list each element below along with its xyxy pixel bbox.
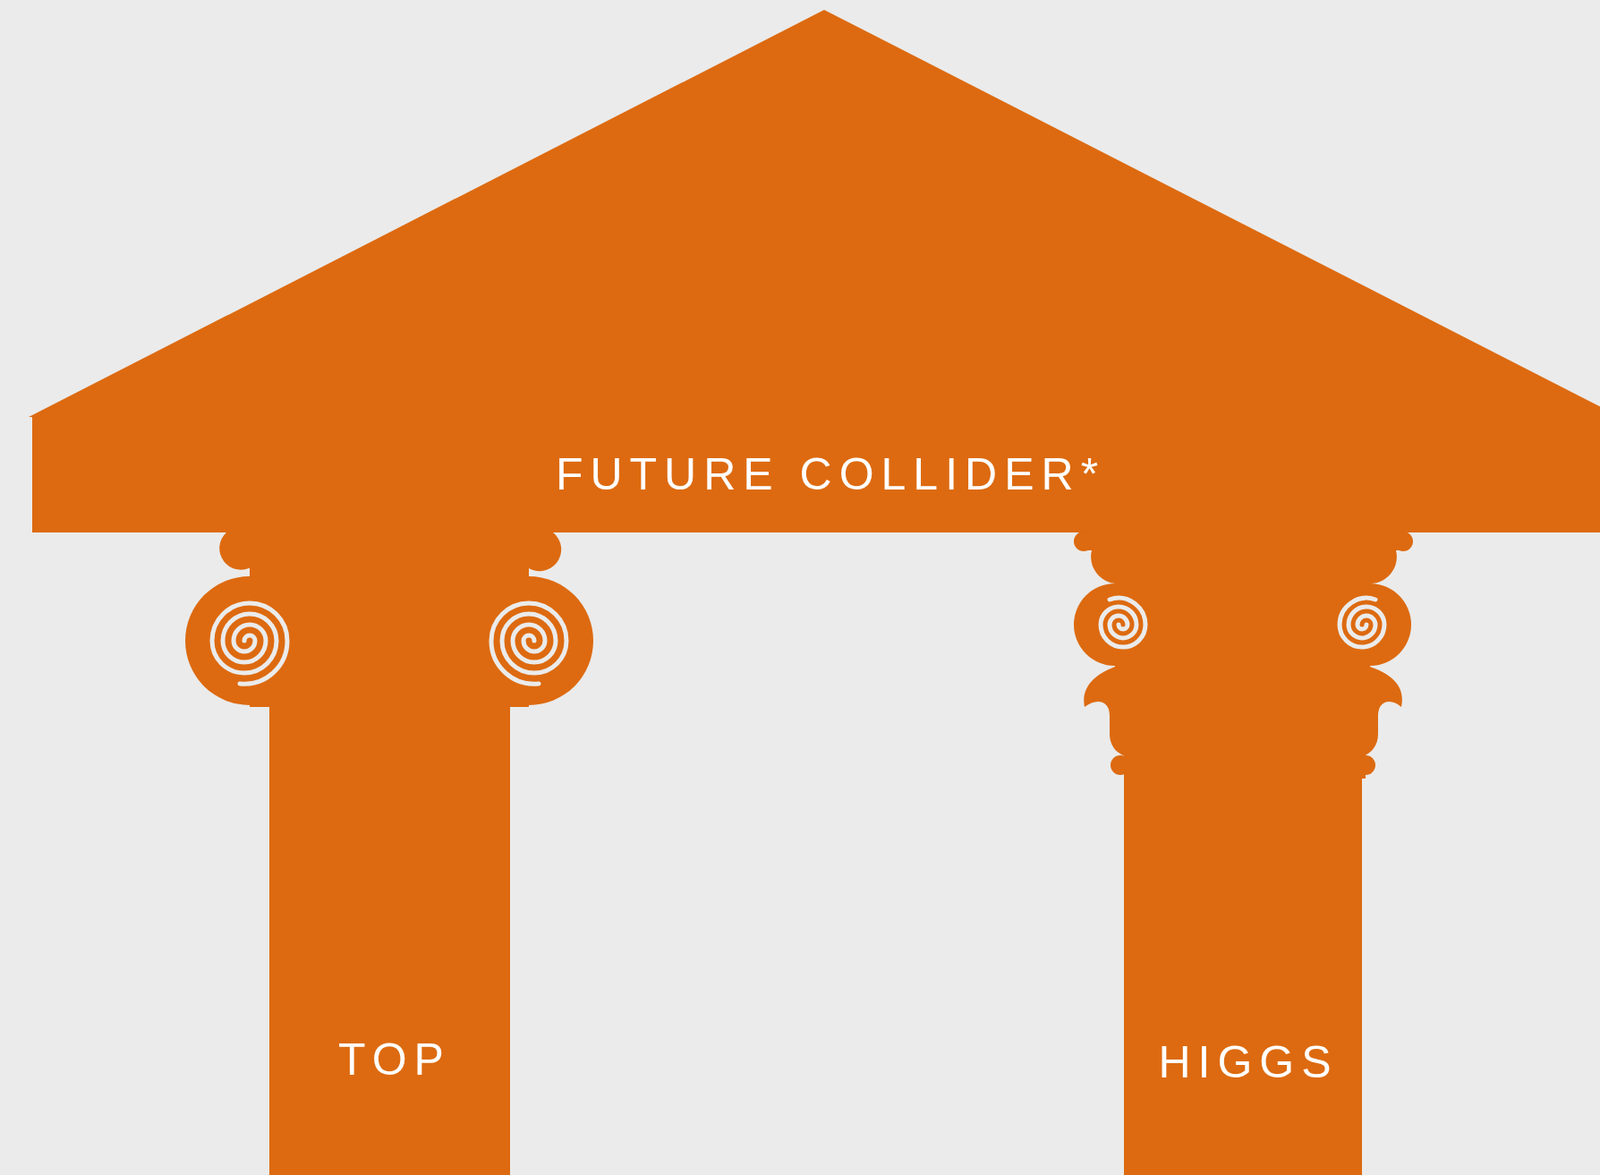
column-label: HIGGS — [1157, 1039, 1338, 1085]
entablature-label-box: FUTURE COLLIDER* — [32, 417, 1600, 533]
column-label: FUTURE COLLIDER* — [555, 451, 1106, 497]
entablature — [32, 417, 1600, 533]
volute — [185, 576, 315, 706]
column-box: HIGGS — [1123, 791, 1362, 1175]
capital-neck — [1123, 751, 1366, 779]
volute-spiral — [1100, 597, 1146, 647]
column-box: TOP — [269, 704, 511, 1175]
column-label: TOP — [338, 1037, 452, 1082]
volute — [464, 576, 594, 706]
capital-leaves — [1083, 581, 1403, 758]
column-shaft — [269, 689, 511, 1175]
volute-spiral — [212, 603, 288, 684]
capital-abacus — [1087, 532, 1402, 584]
roof-pediment — [28, 9, 1600, 418]
column-shaft — [1123, 776, 1362, 1175]
volute-spiral — [1339, 597, 1385, 647]
volute-spiral — [491, 603, 567, 684]
